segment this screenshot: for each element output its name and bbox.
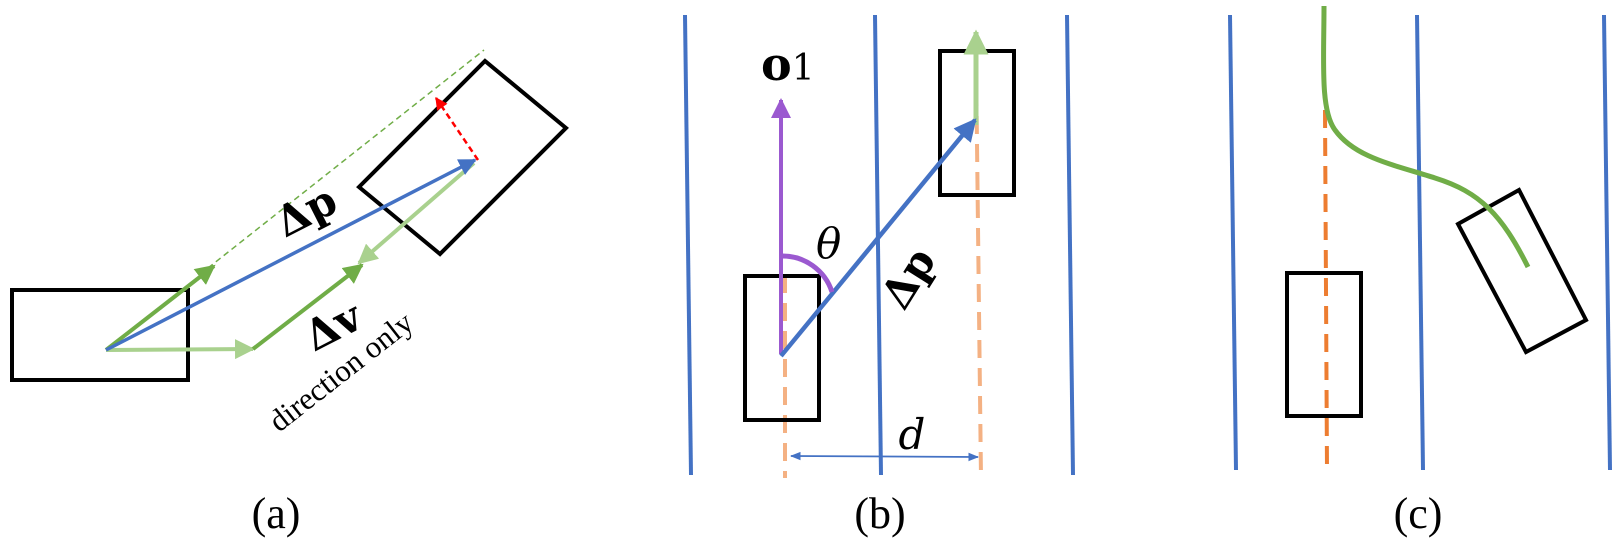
ego-heading-arrow: [105, 339, 255, 360]
caption-c: (c): [1394, 489, 1443, 538]
ego-velocity-arrow: [104, 264, 216, 352]
theta-label: θ: [816, 219, 841, 268]
caption-b: (b): [854, 489, 905, 538]
panel-a: Δp Δv direction only (a): [10, 49, 569, 538]
lane-line-left: [683, 14, 693, 476]
lane-line-left: [1228, 14, 1238, 471]
lane-line-right: [1065, 14, 1075, 476]
theta-arc: [780, 253, 835, 293]
lateral-distance-arrow: [789, 451, 980, 462]
delta-p-label: Δp: [871, 239, 945, 318]
delta-p-arrow: [779, 118, 977, 358]
lane-line-right: [1602, 14, 1612, 471]
delta-p-arrow: [105, 158, 477, 352]
panel-b: o1 θ Δp d (b): [683, 14, 1075, 538]
panel-c: (c): [1228, 5, 1612, 538]
o1-label: o1: [761, 37, 815, 91]
delta-v-arrow: [251, 263, 364, 351]
caption-a: (a): [252, 489, 301, 538]
other-vehicle-box: [1455, 187, 1589, 355]
perpendicular-dashed-arrow: [434, 96, 480, 161]
delta-p-label: Δp: [267, 175, 344, 247]
d-label: d: [899, 410, 926, 459]
ego-vehicle-box: [1285, 271, 1363, 418]
other-centerline: [974, 59, 983, 479]
ego-vehicle-box: [10, 288, 190, 382]
lane-line-middle: [873, 14, 883, 476]
other-vehicle-box: [356, 58, 569, 257]
other-velocity-arrow: [357, 161, 476, 265]
ego-centerline: [1323, 109, 1329, 471]
lane-line-middle: [1415, 14, 1425, 471]
projection-dashed-line: [207, 49, 485, 269]
predicted-trajectory: [1321, 5, 1531, 269]
